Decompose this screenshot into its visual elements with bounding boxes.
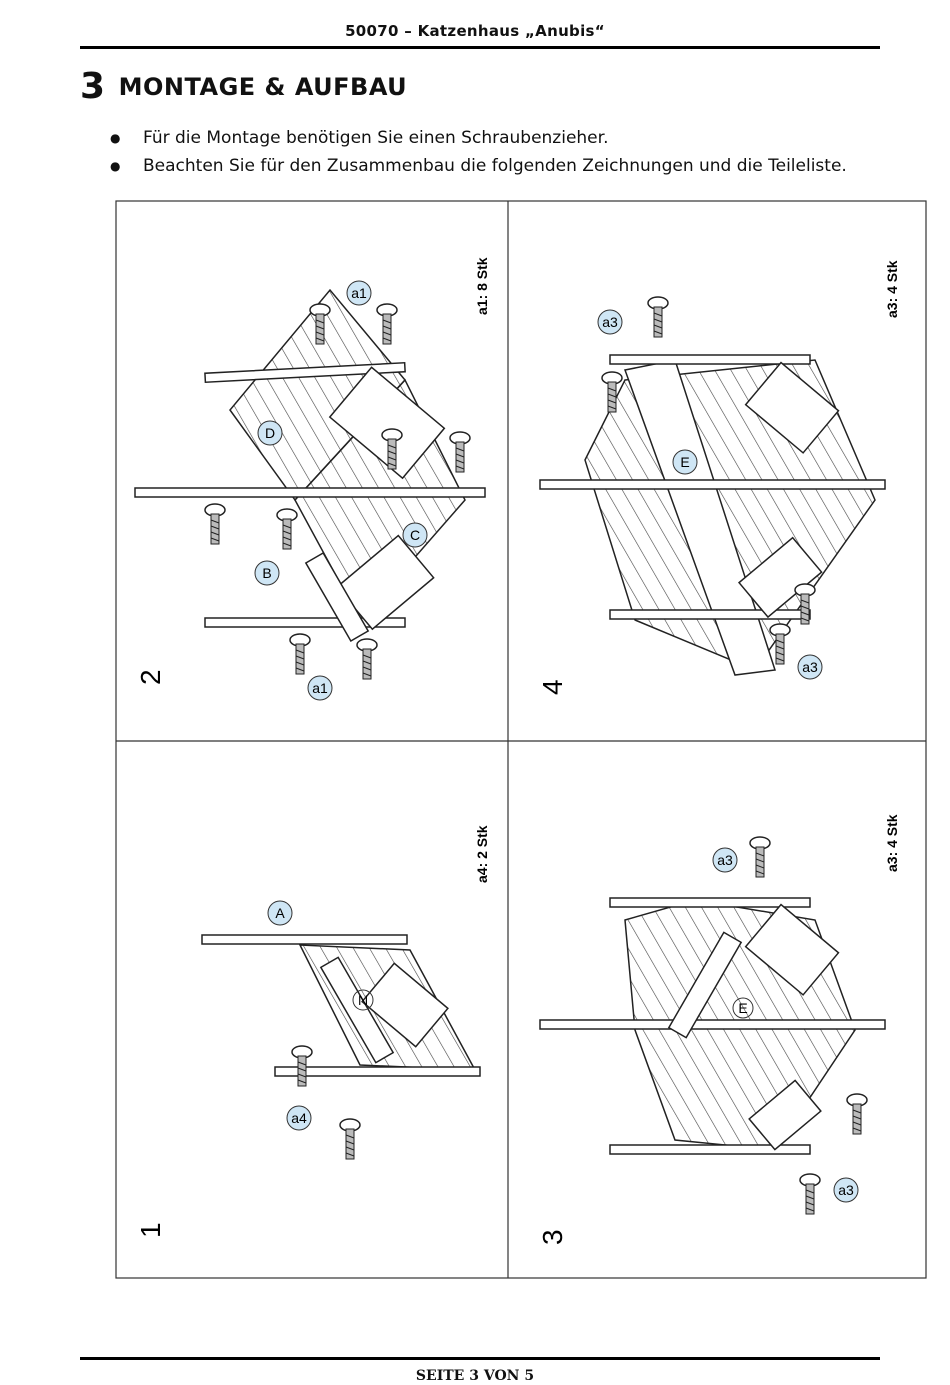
screw-count-label: a3: 4 Stk bbox=[884, 260, 900, 318]
step-number: 4 bbox=[537, 679, 568, 695]
step-panel-4: 4 a3: 4 Stk a3 bbox=[537, 260, 900, 695]
step-number: 3 bbox=[537, 1229, 568, 1245]
part-label-bubble: B bbox=[254, 560, 280, 586]
figure-border bbox=[115, 200, 927, 1279]
part-label-bubble: a3 bbox=[833, 1177, 859, 1203]
instruction-item: Für die Montage benötigen Sie einen Schr… bbox=[110, 124, 847, 152]
assembly-illustration bbox=[201, 934, 481, 1077]
assembly-drawing: 2 a1: 8 Stk bbox=[115, 200, 927, 1279]
step-number: 2 bbox=[135, 669, 166, 685]
svg-text:a4: a4 bbox=[291, 1110, 307, 1126]
svg-text:E: E bbox=[680, 454, 689, 470]
part-label-bubble: a3 bbox=[597, 309, 623, 335]
part-label-bubble: a3 bbox=[797, 654, 823, 680]
part-label-bubble: a1 bbox=[346, 280, 372, 306]
section-title: MONTAGE & AUFBAU bbox=[118, 72, 408, 101]
document-header-title: 50070 – Katzenhaus „Anubis“ bbox=[345, 22, 605, 40]
assembly-illustration bbox=[134, 288, 486, 642]
svg-text:a3: a3 bbox=[838, 1182, 854, 1198]
svg-text:a1: a1 bbox=[312, 680, 328, 696]
svg-text:a3: a3 bbox=[602, 314, 618, 330]
step-panel-1: 1 a4: 2 Stk A N bbox=[135, 825, 490, 1238]
assembly-illustration bbox=[539, 897, 886, 1155]
svg-text:N: N bbox=[358, 992, 368, 1008]
section-number: 3 bbox=[80, 66, 106, 107]
part-label-bubble: a1 bbox=[307, 675, 333, 701]
svg-text:a3: a3 bbox=[717, 852, 733, 868]
part-label-bubble: N bbox=[352, 989, 374, 1011]
svg-text:D: D bbox=[265, 425, 275, 441]
page-number: SEITE 3 VON 5 bbox=[415, 1368, 535, 1384]
part-label-bubble: A bbox=[267, 900, 293, 926]
step-panel-2: 2 a1: 8 Stk bbox=[134, 257, 490, 701]
svg-text:C: C bbox=[410, 527, 420, 543]
svg-text:a3: a3 bbox=[802, 659, 818, 675]
screw-count-label: a1: 8 Stk bbox=[474, 257, 490, 315]
assembly-figure: 2 a1: 8 Stk bbox=[115, 200, 927, 1279]
svg-text:A: A bbox=[275, 905, 285, 921]
assembly-illustration bbox=[539, 354, 886, 676]
part-label-bubble: E bbox=[672, 449, 698, 475]
part-label-bubble: a3 bbox=[712, 847, 738, 873]
svg-text:a1: a1 bbox=[351, 285, 367, 301]
part-label-bubble: C bbox=[402, 522, 428, 548]
footer-rule bbox=[80, 1357, 880, 1360]
screw-count-label: a4: 2 Stk bbox=[474, 825, 490, 883]
svg-text:E: E bbox=[738, 1000, 747, 1016]
instruction-item: Beachten Sie für den Zusammenbau die fol… bbox=[110, 152, 847, 180]
svg-text:B: B bbox=[262, 565, 271, 581]
step-number: 1 bbox=[135, 1222, 166, 1238]
part-label-bubble: a4 bbox=[286, 1105, 312, 1131]
screw-count-label: a3: 4 Stk bbox=[884, 814, 900, 872]
header-rule bbox=[80, 46, 880, 49]
part-label-bubble: E bbox=[732, 997, 754, 1019]
instruction-list: Für die Montage benötigen Sie einen Schr… bbox=[110, 124, 847, 180]
section-heading: 3 MONTAGE & AUFBAU bbox=[80, 66, 407, 107]
step-panel-3: 3 a3: 4 Stk a3 a3 bbox=[537, 814, 900, 1245]
part-label-bubble: D bbox=[257, 420, 283, 446]
